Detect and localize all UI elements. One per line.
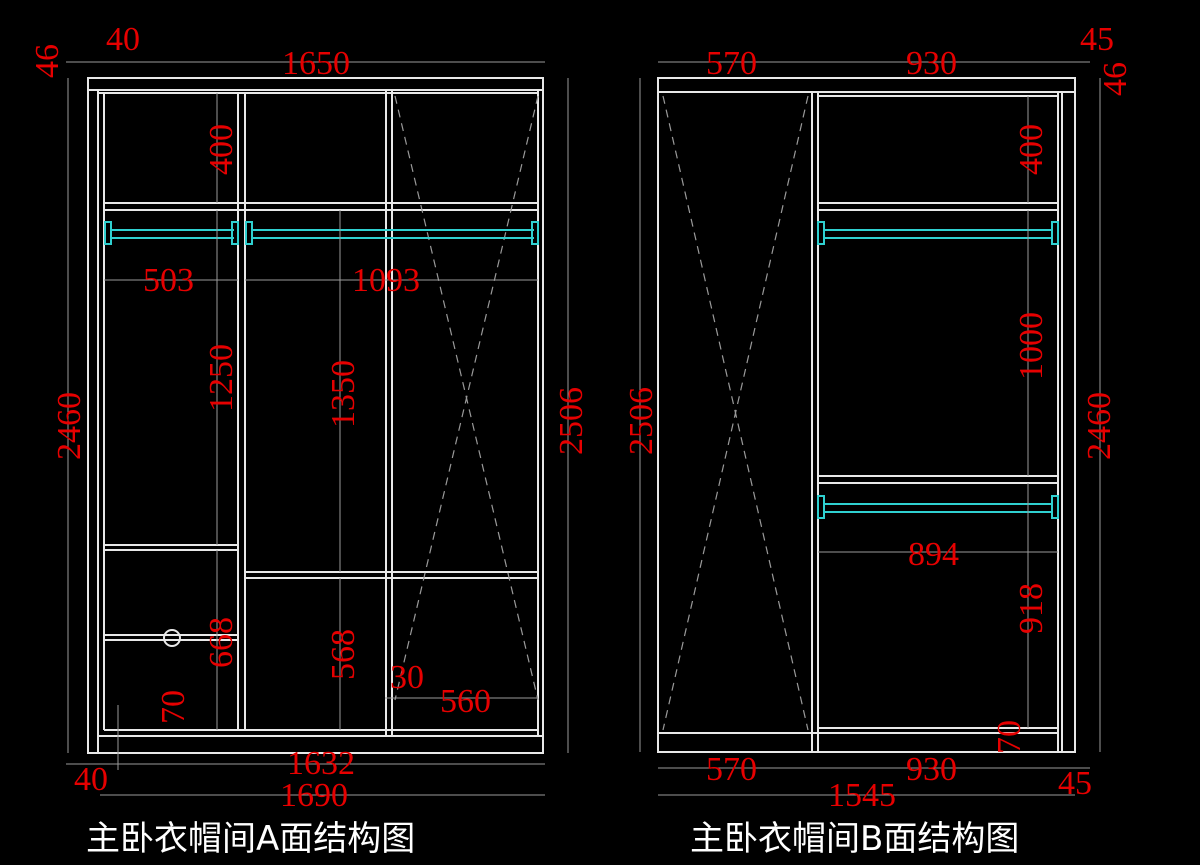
cabinet-a-outline [87,77,544,754]
dim-left-width-top: 570 [706,45,757,82]
dim-top-compartment: 400 [203,124,240,175]
dim-side-panel-top-b: 45 [1080,21,1114,58]
dim-total-height-b: 2460 [1081,392,1118,460]
dim-right-hanging: 1350 [325,360,362,428]
hanging-rail-a [104,221,539,245]
dim-plinth: 70 [155,690,192,724]
view-b-dimensions: 570 930 45 46 2506 400 1000 2460 894 918… [623,21,1134,814]
dim-outer-height: 2506 [553,387,590,455]
view-a-title: 主卧衣帽间A面结构图 [86,819,415,859]
hanging-rail-b-upper [817,221,1059,245]
dim-left-width: 503 [143,262,194,299]
dim-right-width-bottom: 930 [906,751,957,788]
dim-rail-width-b: 894 [908,536,959,573]
handle-icon [163,629,181,647]
dim-lower-hanging-b: 918 [1013,583,1050,634]
dim-top-compartment-b: 400 [1013,124,1050,175]
dim-top-panel: 46 [29,44,66,78]
dim-left-width-bottom: 570 [706,751,757,788]
dim-left-lower: 668 [203,617,240,668]
dim-inner-width: 1632 [287,745,355,782]
dim-side-panel-top: 40 [106,21,140,58]
dim-side-panel-bottom: 40 [74,761,108,798]
view-a-structure [66,61,569,796]
hanging-rail-b-lower [817,495,1059,519]
dim-door-gap: 30 [390,659,424,696]
view-a-dimensions: 46 40 1650 400 503 1093 1250 1350 2460 2… [29,21,590,814]
dim-plinth-b: 70 [991,720,1028,754]
dim-right-lower: 568 [325,629,362,680]
dim-side-panel-bottom-b: 45 [1058,765,1092,802]
dim-right-width: 1093 [352,262,420,299]
dim-left-hanging: 1250 [203,344,240,412]
dim-right-width-top: 930 [906,45,957,82]
view-b-title: 主卧衣帽间B面结构图 [690,819,1019,859]
dim-total-width: 1690 [280,777,348,814]
dim-total-height: 2460 [51,392,88,460]
dim-top-panel-b: 46 [1097,62,1134,96]
dim-total-width-b: 1545 [828,777,896,814]
dim-total-width-top: 1650 [282,45,350,82]
cabinet-b-outline [657,77,1076,753]
dim-outer-height-b: 2506 [623,387,660,455]
view-b-structure [639,61,1101,796]
dim-upper-hanging-b: 1000 [1013,312,1050,380]
dim-door-section: 560 [440,683,491,720]
